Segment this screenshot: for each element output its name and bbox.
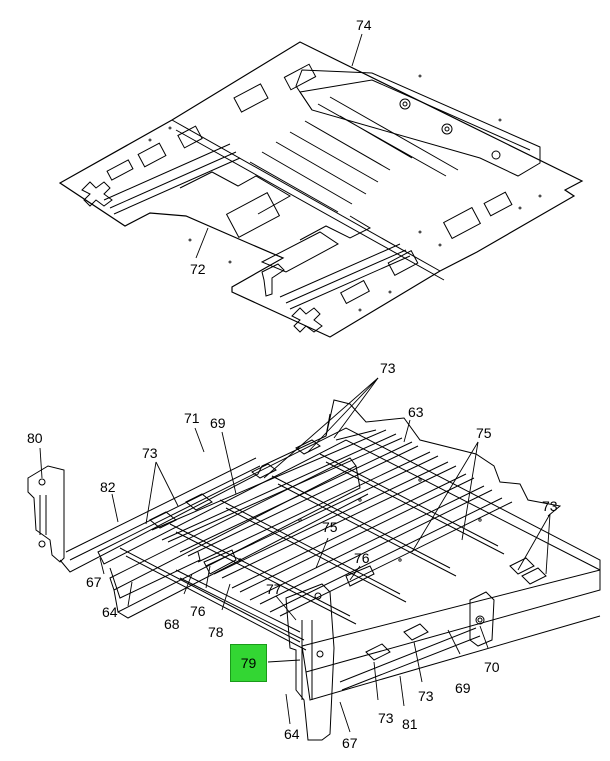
callout-67: 67: [86, 574, 102, 590]
callout-73: 73: [142, 445, 158, 461]
callout-81: 81: [402, 716, 418, 732]
callout-82: 82: [100, 479, 116, 495]
callout-74: 74: [356, 17, 372, 33]
callout-63: 63: [408, 404, 424, 420]
callout-70: 70: [484, 659, 500, 675]
callout-67: 67: [342, 735, 358, 751]
callout-76: 76: [354, 550, 370, 566]
floor-panel: [58, 41, 584, 338]
callout-73: 73: [378, 710, 394, 726]
callout-75: 75: [476, 425, 492, 441]
floor-frame: [27, 399, 601, 741]
callout-80: 80: [27, 430, 43, 446]
callout-64: 64: [284, 726, 300, 742]
leader-lines: [39, 33, 551, 733]
callout-77: 77: [266, 581, 282, 597]
callout-72: 72: [190, 261, 206, 277]
callout-69: 69: [455, 680, 471, 696]
callout-75: 75: [322, 519, 338, 535]
callout-73: 73: [380, 360, 396, 376]
callout-73: 73: [542, 498, 558, 514]
callout-71: 71: [184, 410, 200, 426]
callout-64: 64: [102, 604, 118, 620]
callout-78: 78: [208, 624, 224, 640]
callout-76: 76: [190, 603, 206, 619]
callout-68: 68: [164, 616, 180, 632]
callout-73: 73: [418, 688, 434, 704]
highlighted-callout-79[interactable]: 79: [230, 644, 267, 682]
callout-69: 69: [210, 415, 226, 431]
